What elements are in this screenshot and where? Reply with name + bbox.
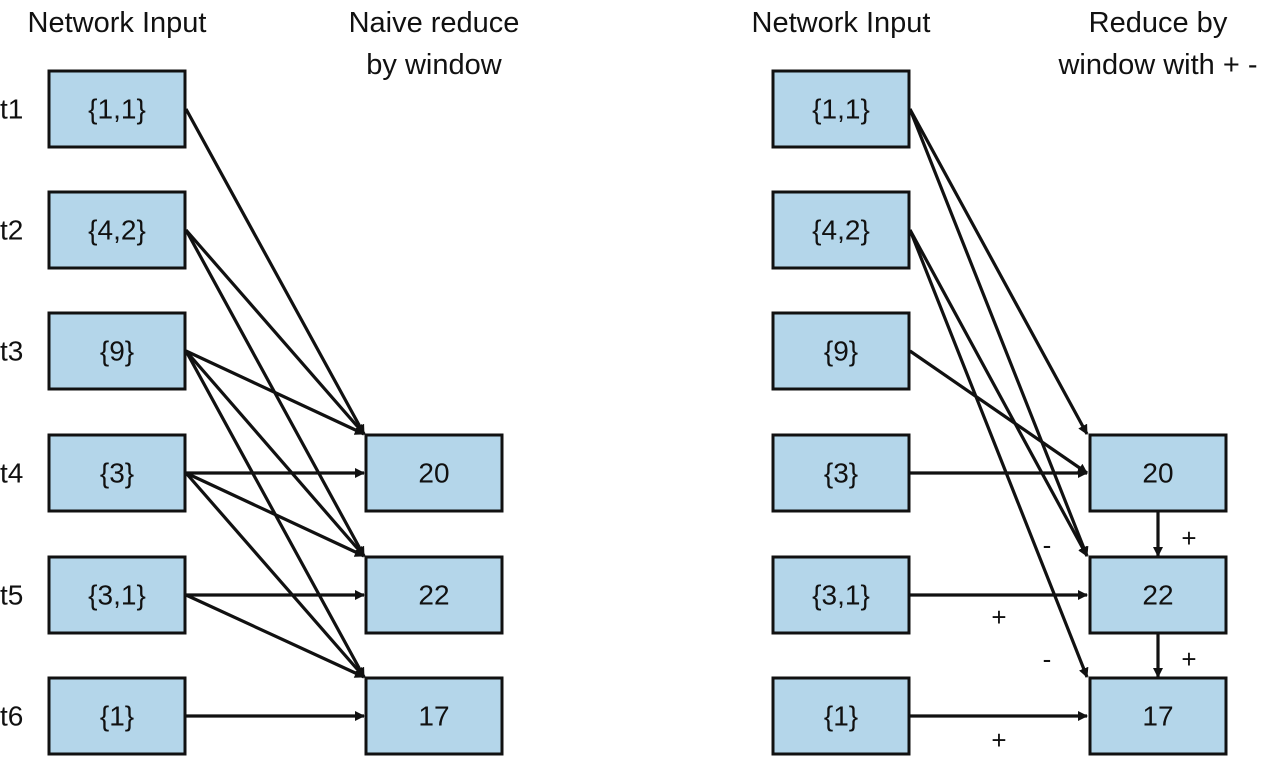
- arrow-right-t3-to-out1: [909, 349, 1088, 475]
- arrow-right-t2-to-out3-minus: [908, 229, 1089, 678]
- arrow-left-t4-to-out2: [185, 471, 365, 558]
- plus-sign-out1-to-out2: +: [1181, 523, 1196, 553]
- left-input-box-t3: {9}: [47, 311, 187, 391]
- left-input-box-t1: {1,1}: [47, 69, 187, 149]
- left-output-value-2: 22: [418, 580, 449, 611]
- arrow-right-t2-to-out1: [908, 229, 1089, 557]
- left-input-box-t6: {1}: [47, 676, 187, 756]
- right-input-box-t3: {9}: [771, 311, 911, 391]
- arrow-left-t3-to-out2: [184, 349, 366, 558]
- right-output-value-3: 17: [1142, 701, 1173, 732]
- right-output-value-2: 22: [1142, 580, 1173, 611]
- plus-sign-t5-edge: +: [991, 602, 1006, 632]
- right-input-value-t5: {3,1}: [812, 580, 870, 611]
- right-input-value-t2: {4,2}: [812, 215, 870, 246]
- arrow-left-t1-to-out1: [184, 108, 366, 435]
- right-input-value-t3: {9}: [824, 336, 858, 367]
- right-output-box-1: 20: [1088, 433, 1228, 513]
- left-input-value-t5: {3,1}: [88, 580, 146, 611]
- minus-sign-t2-edge: -: [1043, 644, 1052, 674]
- right-input-value-t4: {3}: [824, 458, 858, 489]
- left-input-box-t2: {4,2}: [47, 190, 187, 270]
- arrow-right-t1-to-out2-minus: [908, 108, 1089, 557]
- left-output-box-2: 22: [364, 555, 504, 635]
- arrow-left-t4-to-out3: [184, 471, 366, 679]
- time-label-t6: t6: [0, 701, 23, 732]
- right-input-box-t5: {3,1}: [771, 555, 911, 635]
- plus-sign-out2-to-out3: +: [1181, 644, 1196, 674]
- minus-sign-t1-edge: -: [1043, 530, 1052, 560]
- right-input-value-t6: {1}: [824, 701, 858, 732]
- left-output-box-1: 20: [364, 433, 504, 513]
- right-output-header-line2: window with + -: [1057, 49, 1257, 81]
- edges: [184, 108, 1163, 721]
- left-input-value-t2: {4,2}: [88, 215, 146, 246]
- arrow-left-t5-to-out3: [185, 593, 365, 679]
- right-input-header: Network Input: [752, 7, 931, 39]
- left-output-value-1: 20: [418, 458, 449, 489]
- left-input-box-t5: {3,1}: [47, 555, 187, 635]
- time-label-t4: t4: [0, 458, 23, 489]
- left-input-value-t3: {9}: [100, 336, 134, 367]
- arrow-left-t3-to-out1: [185, 349, 365, 436]
- plus-sign-t6-edge: +: [991, 725, 1006, 755]
- right-output-header-line1: Reduce by: [1089, 7, 1228, 39]
- right-input-box-t6: {1}: [771, 676, 911, 756]
- left-output-header-line1: Naive reduce: [349, 7, 520, 39]
- left-output-box-3: 17: [364, 676, 504, 756]
- left-input-value-t6: {1}: [100, 701, 134, 732]
- left-input-value-t4: {3}: [100, 458, 134, 489]
- left-input-box-t4: {3}: [47, 433, 187, 513]
- arrow-left-t2-to-out1: [184, 228, 366, 436]
- time-label-t2: t2: [0, 215, 23, 246]
- left-output-header-line2: by window: [366, 49, 502, 81]
- right-output-box-2: 22: [1088, 555, 1228, 635]
- left-output-value-3: 17: [418, 701, 449, 732]
- right-output-value-1: 20: [1142, 458, 1173, 489]
- right-input-box-t2: {4,2}: [771, 190, 911, 270]
- right-input-box-t1: {1,1}: [771, 69, 911, 149]
- right-input-box-t4: {3}: [771, 433, 911, 513]
- right-input-value-t1: {1,1}: [812, 94, 870, 125]
- right-output-box-3: 17: [1088, 676, 1228, 756]
- arrow-right-t1-to-out1: [908, 108, 1089, 435]
- time-label-t5: t5: [0, 580, 23, 611]
- time-label-t1: t1: [0, 94, 23, 125]
- left-input-value-t1: {1,1}: [88, 94, 146, 125]
- time-label-t3: t3: [0, 336, 23, 367]
- left-input-header: Network Input: [28, 7, 207, 39]
